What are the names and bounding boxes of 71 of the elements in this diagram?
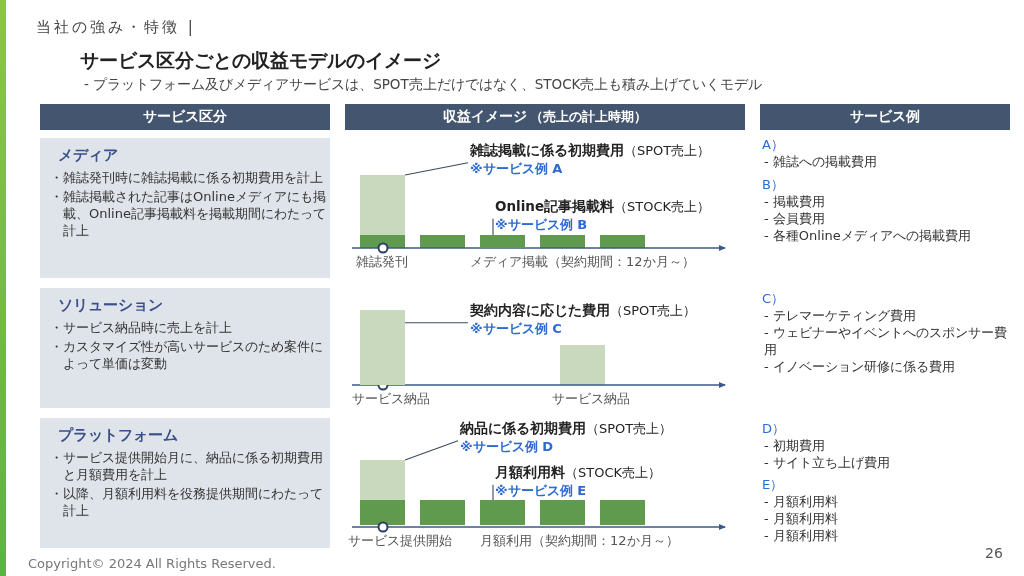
revenue-bar bbox=[360, 460, 405, 500]
example-reference: ※サービス例 A bbox=[470, 160, 564, 178]
bullet-text: ・サービス納品時に売上を計上 bbox=[50, 319, 233, 336]
example-item: - 会員費用 bbox=[764, 210, 826, 227]
axis-label: サービス納品 bbox=[352, 390, 430, 408]
example-heading: C） bbox=[762, 290, 785, 308]
axis-label: 月額利用（契約期間：12か月～） bbox=[480, 532, 679, 550]
revenue-type-note: （STOCK売上） bbox=[614, 199, 711, 214]
revenue-bar bbox=[480, 235, 525, 248]
category-card bbox=[40, 418, 330, 548]
revenue-type-note: （SPOT売上） bbox=[610, 303, 697, 318]
header-note: （売上の計上時期） bbox=[530, 108, 647, 126]
revenue-type-note: （SPOT売上） bbox=[624, 143, 711, 158]
axis-label: メディア掲載（契約期間：12か月～） bbox=[470, 253, 695, 271]
slide-title: サービス区分ごとの収益モデルのイメージ bbox=[80, 48, 441, 73]
revenue-label: 納品に係る初期費用 bbox=[460, 420, 586, 436]
card-heading: ソリューション bbox=[58, 296, 164, 315]
example-heading: A） bbox=[762, 136, 784, 154]
revenue-label: 月額利用料 bbox=[495, 464, 565, 480]
example-item: - 月額利用料 bbox=[764, 527, 839, 544]
bullet-text: ・サービス提供開始月に、納品に係る初期費用と月額費用を計上 bbox=[50, 449, 324, 483]
example-item: - 月額利用料 bbox=[764, 493, 839, 510]
leader-line bbox=[404, 322, 469, 324]
example-item: - 初期費用 bbox=[764, 437, 826, 454]
header-bar bbox=[345, 104, 745, 130]
example-item: - テレマーケティング費用 bbox=[764, 307, 917, 324]
revenue-bar bbox=[360, 175, 405, 235]
example-item: - 各種Onlineメディアへの掲載費用 bbox=[764, 227, 972, 244]
revenue-type-note: （SPOT売上） bbox=[586, 421, 673, 436]
example-item: - イノベーション研修に係る費用 bbox=[764, 358, 956, 375]
example-reference: ※サービス例 C bbox=[470, 320, 563, 338]
example-item: - 月額利用料 bbox=[764, 510, 839, 527]
leader-line bbox=[404, 440, 459, 461]
example-item: - ウェビナーやイベントへのスポンサー費用 bbox=[764, 324, 1008, 358]
example-reference: ※サービス例 B bbox=[495, 216, 589, 234]
header-text: 収益イメージ bbox=[443, 108, 527, 126]
example-heading: B） bbox=[762, 176, 784, 194]
axis-label: サービス提供開始 bbox=[348, 532, 452, 550]
example-item: - 雑誌への掲載費用 bbox=[764, 153, 878, 170]
category-card bbox=[40, 138, 330, 278]
leader-line bbox=[404, 162, 469, 176]
header-bar bbox=[40, 104, 330, 130]
example-heading: E） bbox=[762, 476, 784, 494]
section-heading: 当社の強み・特徴 | bbox=[36, 18, 196, 37]
revenue-label: 契約内容に応じた費用 bbox=[470, 302, 610, 318]
revenue-bar bbox=[480, 500, 525, 525]
revenue-label: Online記事掲載料 bbox=[495, 198, 615, 214]
leader-line bbox=[492, 484, 494, 501]
bullet-text: ・雑誌掲載された記事はOnlineメディアにも掲載、Online記事掲載料を掲載期間にわたって計上 bbox=[50, 188, 327, 239]
header-text: サービス区分 bbox=[143, 108, 227, 126]
bullet-text: ・雑誌発刊時に雑誌掲載に係る初期費用を計上 bbox=[50, 169, 324, 186]
header-text: サービス例 bbox=[850, 108, 920, 126]
axis-label: サービス納品 bbox=[552, 390, 630, 408]
bullet-text: ・以降、月額利用料を役務提供期間にわたって計上 bbox=[50, 485, 324, 519]
revenue-bar bbox=[360, 310, 405, 385]
revenue-type-note: （STOCK売上） bbox=[565, 465, 662, 480]
category-card bbox=[40, 288, 330, 408]
example-reference: ※サービス例 E bbox=[495, 482, 588, 500]
card-heading: プラットフォーム bbox=[58, 426, 179, 445]
example-reference: ※サービス例 D bbox=[460, 438, 554, 456]
revenue-label: 雑誌掲載に係る初期費用 bbox=[470, 142, 624, 158]
page-number: 26 bbox=[985, 545, 1003, 561]
axis-label: 雑誌発刊 bbox=[356, 253, 408, 271]
card-heading: メディア bbox=[58, 146, 119, 165]
leader-line bbox=[492, 218, 494, 236]
header-bar bbox=[760, 104, 1010, 130]
example-heading: D） bbox=[762, 420, 785, 438]
subtitle: - プラットフォーム及びメディアサービスは、SPOT売上だけではなく、STOCK売上も積み上げていくモデル bbox=[84, 76, 763, 94]
example-item: - 掲載費用 bbox=[764, 193, 826, 210]
bullet-text: ・カスタマイズ性が高いサービスのため案件によって単価は変動 bbox=[50, 338, 324, 372]
example-item: - サイト立ち上げ費用 bbox=[764, 454, 891, 471]
